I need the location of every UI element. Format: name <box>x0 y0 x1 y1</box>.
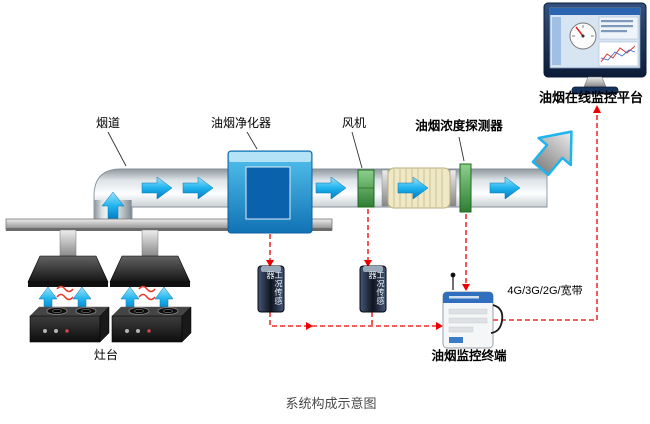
label-terminal: 油烟监控终端 <box>431 349 507 363</box>
hood-pedestal <box>59 229 77 258</box>
flow-arrow-right-icon <box>182 176 214 200</box>
flow-arrow-up-icon <box>101 191 125 221</box>
range-hood <box>109 255 191 283</box>
label-platform: 油烟在线监控平台 <box>538 90 643 105</box>
stove-indicator-icon <box>147 329 151 333</box>
exhaust-duct <box>93 168 548 225</box>
label-network: 4G/3G/2G/宽带 <box>507 285 583 297</box>
stove-knob-icon <box>54 329 58 333</box>
condition-sensor-2 <box>359 265 387 313</box>
label-condition-sensor-2: 工况传感器 <box>368 271 385 305</box>
platform-monitor <box>543 2 647 95</box>
label-stove: 灶台 <box>93 348 118 362</box>
label-purifier: 油烟净化器 <box>210 116 271 130</box>
detector-probe <box>459 163 472 213</box>
probe-cable-icon <box>490 304 504 334</box>
monitor-base <box>571 86 619 95</box>
label-condition-sensor-1: 工况传感器 <box>266 271 283 305</box>
flow-arrow-right-icon <box>397 176 429 200</box>
stove-knob-icon <box>136 329 140 333</box>
range-hoods <box>27 229 191 287</box>
fume-purifier <box>227 150 313 234</box>
flow-arrow-right-icon <box>489 176 521 200</box>
leader-lines <box>107 131 465 169</box>
label-flue: 烟道 <box>95 116 120 130</box>
fan-unit <box>357 169 375 208</box>
stove-unit-2 <box>111 306 192 343</box>
gauge-needle-icon <box>575 26 584 37</box>
monitoring-terminal <box>442 272 504 349</box>
flow-arrow-right-icon <box>141 176 173 200</box>
condition-sensor-1 <box>257 265 285 313</box>
duct-flow-arrows <box>141 176 521 200</box>
label-detector: 油烟浓度探测器 <box>415 119 503 133</box>
stove-unit-1 <box>29 306 110 343</box>
monitor-stand <box>583 76 607 88</box>
flow-arrow-right-icon <box>315 176 347 200</box>
counter-table <box>5 218 333 231</box>
stove-knob-icon <box>125 329 129 333</box>
hood-pedestal <box>141 229 159 258</box>
label-fan: 风机 <box>341 116 366 130</box>
signal-lines <box>269 112 598 327</box>
stove-indicator-icon <box>65 329 69 333</box>
range-hood <box>27 255 109 283</box>
rising-air-arrows <box>38 286 174 312</box>
stove-knob-icon <box>43 329 47 333</box>
exhaust-exit-arrow <box>531 130 573 177</box>
heat-wave-icons <box>56 285 156 301</box>
signal-arrowheads <box>266 105 601 330</box>
diagram-caption: 系统构成示意图 <box>285 396 377 411</box>
